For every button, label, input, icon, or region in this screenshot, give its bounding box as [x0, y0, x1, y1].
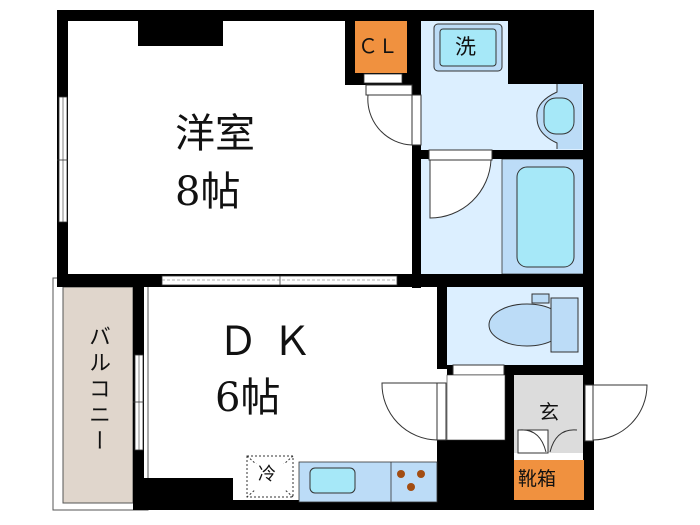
- hallway: [446, 374, 506, 441]
- toilet: [488, 293, 579, 353]
- sliding-door-partition: [161, 275, 398, 286]
- door-entrance: [584, 384, 648, 442]
- closet: [355, 21, 407, 73]
- window-west: [57, 96, 68, 223]
- kitchen-counter: [298, 461, 438, 503]
- western-room-name: 洋室: [175, 111, 255, 157]
- bathtub: [516, 166, 575, 268]
- door-western-room: [365, 84, 422, 146]
- shoe-box: [514, 460, 584, 500]
- dk-room-size: 6帖: [215, 375, 281, 421]
- entrance-label: 玄: [539, 400, 559, 424]
- shoe-box-doors: [517, 429, 578, 454]
- door-bath-anteroom: [428, 149, 493, 219]
- kitchen-sink: [309, 467, 356, 494]
- door-dk: [381, 382, 447, 441]
- laundry-label: 洗: [455, 35, 476, 59]
- balcony: [52, 277, 149, 511]
- dk-room-name: ＤＫ: [218, 319, 326, 365]
- western-room-size: 8帖: [175, 169, 241, 215]
- closet-label: ＣＬ: [358, 34, 398, 58]
- fridge-label: 冷: [258, 464, 276, 485]
- stove-burner: [397, 470, 405, 478]
- washbasin: [536, 84, 582, 149]
- fridge-space: [246, 455, 294, 498]
- balcony-label: バルコニー: [85, 325, 110, 455]
- shoe-box-label: 靴箱: [518, 468, 557, 490]
- window-dk-west: [133, 354, 144, 451]
